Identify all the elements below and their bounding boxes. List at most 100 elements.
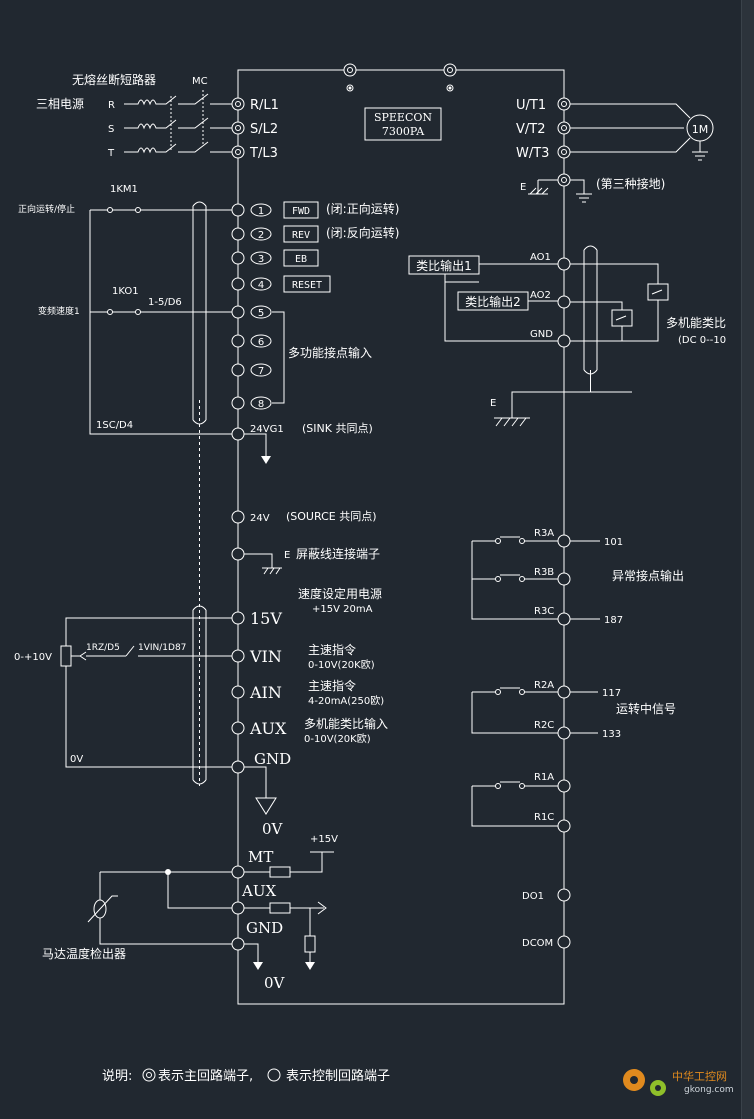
watermark-url: gkong.com <box>684 1085 734 1095</box>
km-label: 1KM1 <box>110 184 138 195</box>
ko-ref-label: 1-5/D6 <box>148 297 182 308</box>
input-desc-fwd: (闭:正向运转) <box>326 201 399 216</box>
term-ao-gnd: GND <box>530 329 553 340</box>
watermark-name: 中华工控网 <box>672 1069 727 1083</box>
ao-title: 多机能类比 <box>666 316 726 330</box>
input-number: 3 <box>258 254 264 265</box>
meter2-label: 类比输出2 <box>465 294 521 309</box>
analog-inputs: 速度设定用电源 +15V 20mA 15V VIN AIN AUX GND 主速… <box>231 586 388 838</box>
term-dcom: DCOM <box>522 938 553 949</box>
relay-r2a: R2A <box>534 680 554 691</box>
fwd-stop-label: 正向运转/停止 <box>18 203 75 215</box>
model-box <box>364 107 442 141</box>
analog-zero-label: 0V <box>262 820 284 838</box>
meter1-label: 类比输出1 <box>416 258 472 273</box>
v24-label: 24V <box>250 513 270 524</box>
ground-note: (第三种接地) <box>596 176 665 191</box>
pot-range-label: 0-+10V <box>14 652 52 663</box>
input-number: 7 <box>258 366 264 377</box>
term-do1: DO1 <box>522 891 544 902</box>
terminal-v-t2: V/T2 <box>516 122 546 137</box>
ain-spec: 4-20mA(250欧) <box>308 695 384 707</box>
term-mt: MT <box>248 848 273 866</box>
v24-desc: (SOURCE 共同点) <box>286 510 377 523</box>
terminal-r-l1: R/L1 <box>250 98 279 113</box>
relay-outputs: R3A R3B R3C 101 187 异常接点输出 R2A R2C 117 1… <box>471 528 684 949</box>
input-desc-rev: (闭:反向运转) <box>326 225 399 240</box>
term-gnd: GND <box>254 750 291 768</box>
term-ao1: AO1 <box>530 252 551 263</box>
watermark: 中华工控网 gkong.com <box>623 1069 734 1096</box>
phase-label: R <box>108 100 115 111</box>
control-inputs: 1 2 3 4 5 6 7 8 FWD REV EB RESET (闭:正向运转… <box>231 201 399 410</box>
main-input-terminals: R/L1 S/L2 T/L3 <box>231 97 279 161</box>
relay-r1c: R1C <box>534 812 554 823</box>
motor-label: 1M <box>692 123 709 136</box>
aux-title: 多机能类比输入 <box>304 716 388 731</box>
g1-label: 24VG1 <box>250 424 284 435</box>
phase-label: S <box>108 124 114 135</box>
input-tag-fwd: FWD <box>292 206 310 217</box>
top-terminals <box>343 63 457 92</box>
relay-r3c: R3C <box>534 606 554 617</box>
ao-ground-label: E <box>490 398 496 409</box>
aux-spec: 0-10V(20K欧) <box>304 733 371 745</box>
power-contactor-label: MC <box>192 76 208 87</box>
node-187: 187 <box>604 615 623 626</box>
running-signal-label: 运转中信号 <box>616 701 676 716</box>
relay-r2c: R2C <box>534 720 554 731</box>
potentiometer-circuit: 0-+10V 1RZ/D5 1VIN/1D87 0V <box>14 617 232 768</box>
input-number: 8 <box>258 399 264 410</box>
ain-title: 主速指令 <box>308 678 356 693</box>
legend: 说明: 表示主回路端子, 表示控制回路端子 <box>102 1068 390 1084</box>
mt-supply-label: +15V <box>310 834 338 845</box>
left-control-wires <box>89 207 232 435</box>
legend-control: 表示控制回路端子 <box>286 1068 390 1084</box>
fault-output-label: 异常接点输出 <box>612 568 684 583</box>
vin-title: 主速指令 <box>308 642 356 657</box>
terminal-t-l3: T/L3 <box>249 146 278 161</box>
term-vin: VIN <box>249 647 282 666</box>
term-ao2: AO2 <box>530 290 551 301</box>
motor-temp-label: 马达温度检出器 <box>42 946 126 961</box>
legend-main: 表示主回路端子, <box>158 1068 253 1084</box>
power-source-label: 三相电源 <box>36 97 84 111</box>
g1-desc: (SINK 共同点) <box>302 422 373 435</box>
terminal-u-t1: U/T1 <box>516 98 546 113</box>
common-ref-label: 1SC/D4 <box>96 420 133 431</box>
motor-temp-circuit: MT AUX GND +15V 0V 马达温度检出器 <box>42 834 338 992</box>
model-number: 7300PA <box>382 125 425 138</box>
input-number: 4 <box>258 280 264 291</box>
vin-spec: 0-10V(20K欧) <box>308 659 375 671</box>
term-mt-aux: AUX <box>241 882 276 900</box>
term-aux: AUX <box>249 719 287 738</box>
input-number: 6 <box>258 337 264 348</box>
analog-outputs: AO1 AO2 GND 类比输出1 类比输出2 多机能类比 (DC 0--10 … <box>408 245 726 427</box>
input-tag-eb: EB <box>295 254 307 265</box>
term-mt-gnd: GND <box>246 919 283 937</box>
power-lines: R S T <box>107 90 232 159</box>
relay-r3a: R3A <box>534 528 554 539</box>
input-tag-reset: RESET <box>292 280 322 291</box>
supply-title: 速度设定用电源 <box>298 586 382 601</box>
common-points: 24VG1 (SINK 共同点) 24V (SOURCE 共同点) E 屏蔽线连… <box>231 422 380 575</box>
ko-label: 1KO1 <box>112 286 139 297</box>
input-number: 1 <box>258 206 264 217</box>
model-name: SPEECON <box>374 111 432 124</box>
supply-spec: +15V 20mA <box>312 604 373 615</box>
shield-term-label: E <box>284 550 290 561</box>
pot-zero-label: 0V <box>70 754 83 765</box>
ao-spec: (DC 0--10 <box>678 335 726 346</box>
rz-label: 1RZ/D5 <box>86 643 120 653</box>
power-breaker-label: 无熔丝断短路器 <box>72 72 156 87</box>
vin-ref-label: 1VIN/1D87 <box>138 643 186 653</box>
speed-label: 变频速度1 <box>38 305 80 317</box>
phase-label: T <box>107 148 115 159</box>
ground-label: E <box>520 182 526 193</box>
terminal-s-l2: S/L2 <box>250 122 278 137</box>
node-133: 133 <box>602 729 621 740</box>
ground-terminal: E (第三种接地) <box>520 173 665 203</box>
shield-cable-left <box>192 201 207 786</box>
shield-term-desc: 屏蔽线连接端子 <box>296 546 380 561</box>
